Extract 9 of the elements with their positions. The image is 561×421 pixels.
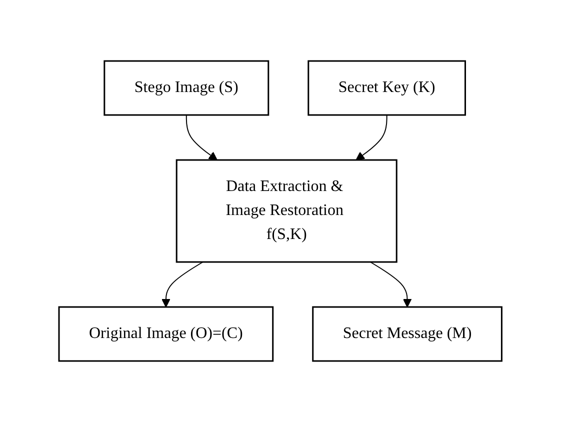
node-box: Secret Key (K) xyxy=(308,60,466,116)
arrow xyxy=(370,261,412,307)
arrow xyxy=(162,261,204,307)
arrow xyxy=(356,114,388,160)
node-box: Data Extraction & Image Restoration f(S,K) xyxy=(176,158,398,262)
node-box: Original Image (O)=(C) xyxy=(58,306,274,362)
node-box: Secret Message (M) xyxy=(312,306,503,362)
node-box: Stego Image (S) xyxy=(104,60,270,116)
arrow xyxy=(186,114,218,160)
